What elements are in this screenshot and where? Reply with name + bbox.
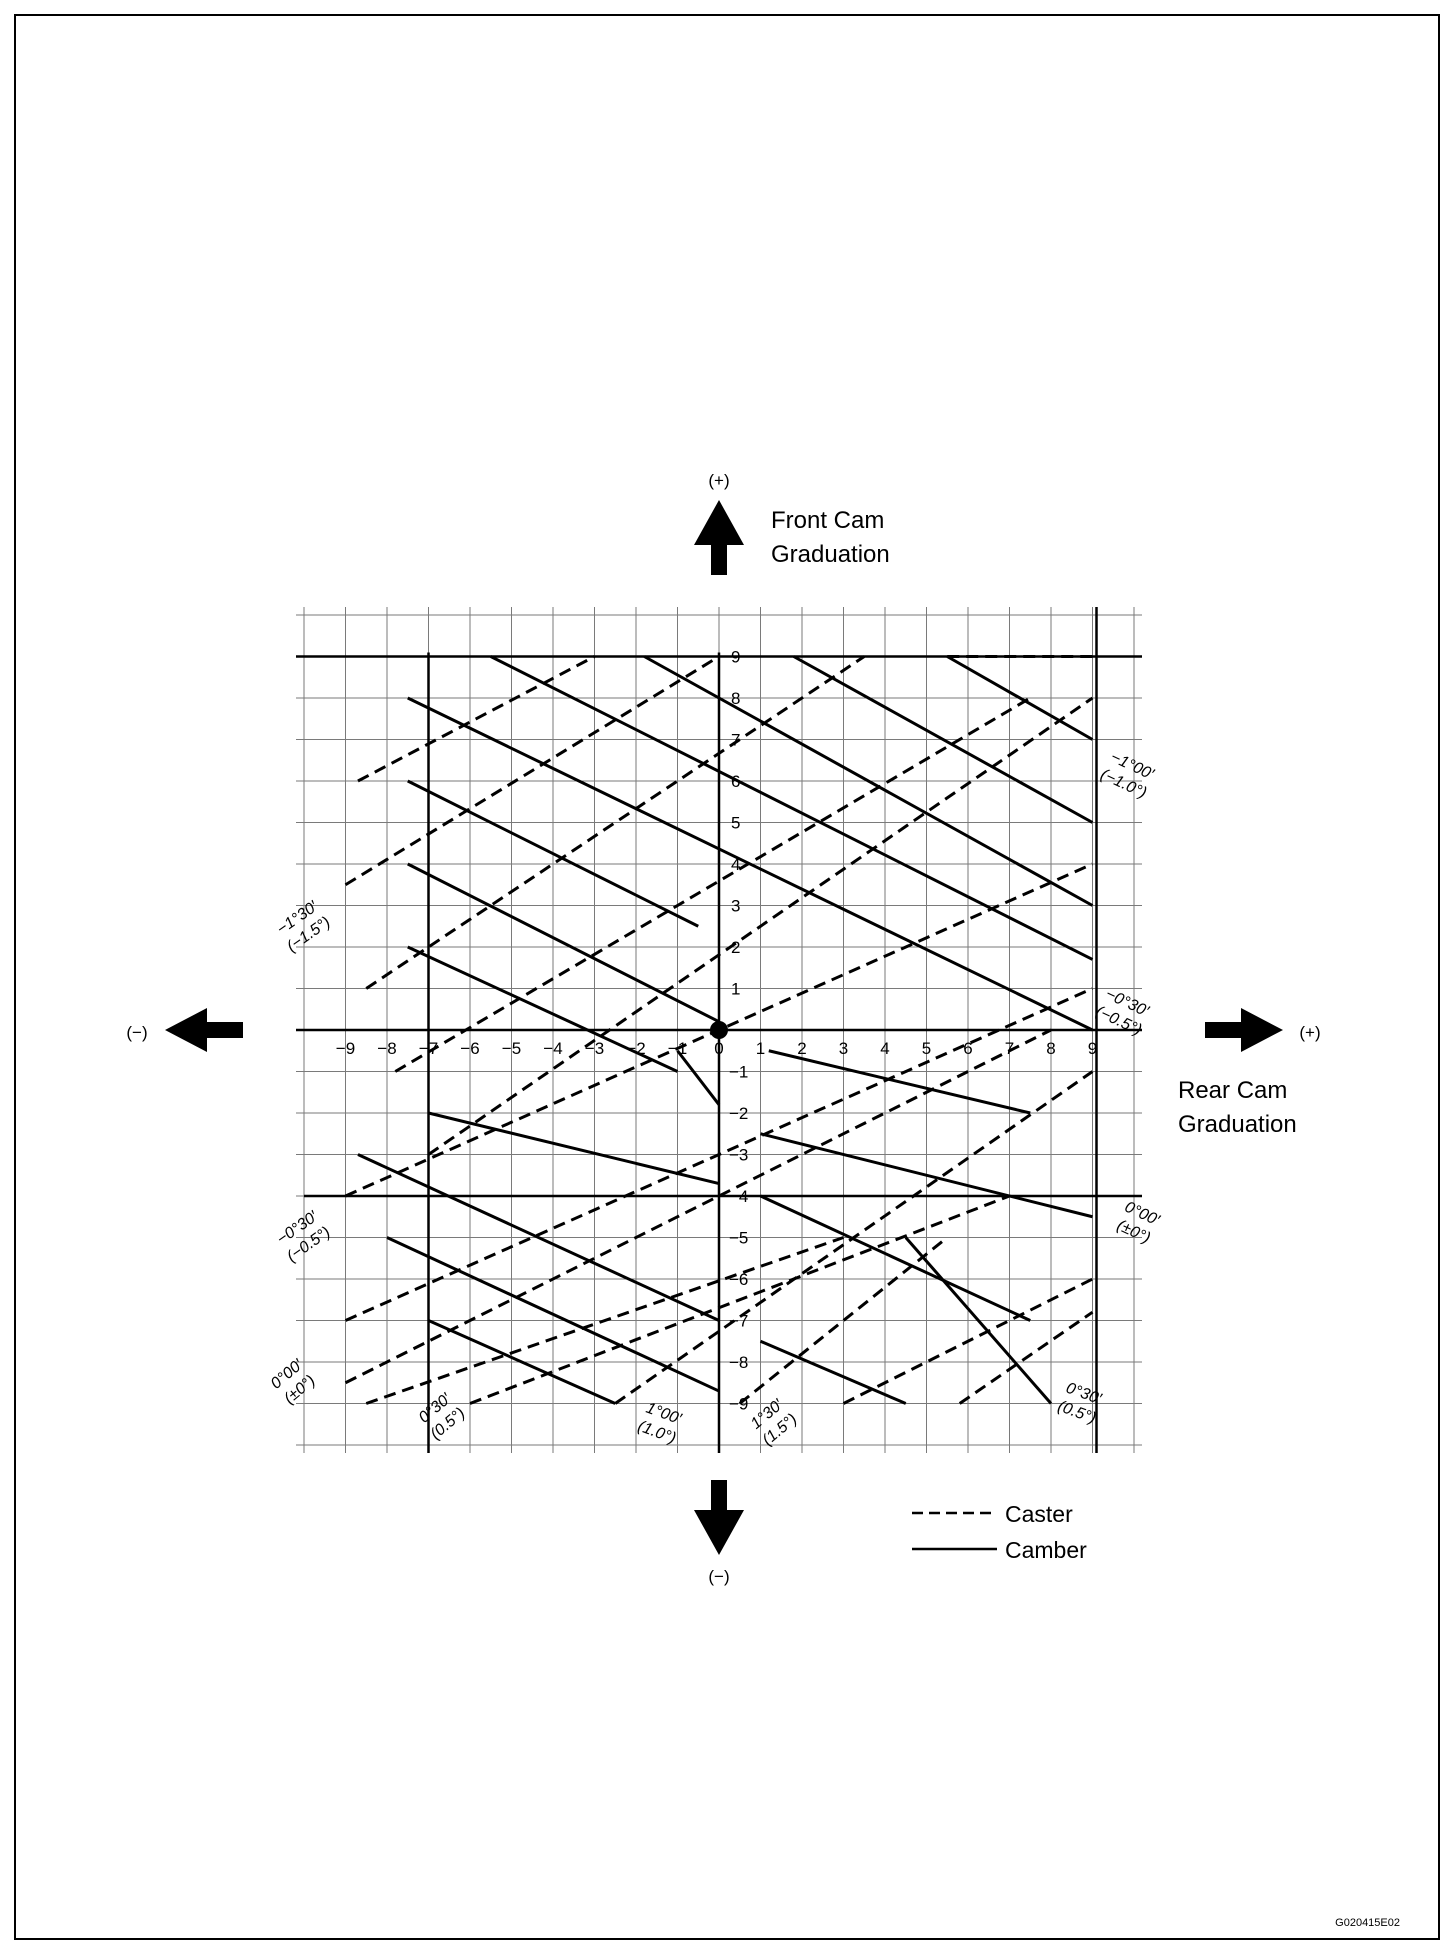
- camber-line: [759, 1339, 907, 1405]
- x-tick-label: −2: [626, 1039, 645, 1058]
- rear-right-arrow-icon: [1205, 1008, 1283, 1052]
- origin-dot: [710, 1021, 728, 1039]
- front-up-arrow-icon: [694, 500, 744, 575]
- annotation-right-lower: 0°00′ (±0°): [1114, 1199, 1163, 1248]
- x-tick-label: −9: [336, 1039, 355, 1058]
- camber-line: [386, 1236, 720, 1393]
- x-tick-label: 3: [839, 1039, 848, 1058]
- annotation-bottom-1: 0°00′ (±0°): [268, 1356, 319, 1408]
- x-tick-label: −5: [502, 1039, 521, 1058]
- y-tick-label: −8: [729, 1353, 748, 1372]
- caster-line: [427, 696, 1094, 1156]
- tick-labels: −9 −8 −7 −6 −5 −4 −3 −2 −1 0 1 2 3 4 5 6 7 8 9 1 2 3 4 5 6 7 8 9 −1 −…: [336, 648, 1097, 1414]
- front-minus-label: (−): [708, 1567, 729, 1586]
- front-cam-label-line2: Graduation: [771, 541, 890, 568]
- y-tick-label: −3: [729, 1146, 748, 1165]
- legend: Caster Camber: [912, 1501, 1087, 1563]
- camber-line: [792, 655, 1094, 824]
- y-tick-label: −6: [729, 1270, 748, 1289]
- camber-line: [904, 1236, 1053, 1405]
- y-tick-label: −5: [729, 1229, 748, 1248]
- y-tick-label: 2: [731, 938, 740, 957]
- y-tick-label: −7: [729, 1312, 748, 1331]
- x-tick-label: −1: [668, 1039, 687, 1058]
- camber-line: [759, 1194, 1031, 1322]
- caster-line: [958, 1310, 1094, 1405]
- rear-left-arrow-icon: [165, 1008, 243, 1052]
- front-plus-label: (+): [708, 471, 729, 490]
- caster-line: [357, 655, 596, 783]
- camber-line: [407, 696, 1094, 1032]
- camber-line: [407, 779, 699, 928]
- y-tick-label: −9: [729, 1395, 748, 1414]
- rear-plus-label: (+): [1299, 1023, 1320, 1042]
- caster-line: [365, 1236, 844, 1405]
- legend-camber-label: Camber: [1005, 1537, 1087, 1563]
- x-tick-label: −8: [377, 1039, 396, 1058]
- camber-line: [407, 945, 679, 1073]
- y-tick-label: 8: [731, 689, 740, 708]
- caster-line: [344, 987, 1094, 1322]
- x-tick-label: 4: [880, 1039, 889, 1058]
- annotation-bottom-2: 0°30′ (0.5°): [416, 1390, 469, 1443]
- caster-line: [738, 1236, 949, 1405]
- camber-line: [643, 655, 1094, 907]
- x-tick-label: 9: [1088, 1039, 1097, 1058]
- x-tick-label: 0: [714, 1039, 723, 1058]
- camber-line: [768, 1049, 1031, 1115]
- figure-code: G020415E02: [1335, 1917, 1400, 1929]
- camber-line: [428, 1111, 720, 1186]
- x-tick-label: −4: [543, 1039, 562, 1058]
- rear-minus-label: (−): [126, 1023, 147, 1042]
- front-down-arrow-icon: [694, 1480, 744, 1555]
- page-frame: [14, 14, 1440, 1940]
- front-cam-label-line1: Front Cam: [771, 507, 884, 534]
- caster-line: [469, 1194, 1011, 1405]
- camber-line: [407, 862, 720, 1024]
- camber-line: [490, 655, 1094, 961]
- camber-line: [676, 1049, 721, 1106]
- y-tick-label: 3: [731, 897, 740, 916]
- caster-line: [394, 696, 1032, 1073]
- x-tick-label: 7: [1005, 1039, 1014, 1058]
- y-tick-label: −1: [729, 1063, 748, 1082]
- camber-lines: [357, 655, 1094, 1405]
- y-tick-label: −2: [729, 1104, 748, 1123]
- rear-cam-label-line1: Rear Cam: [1178, 1077, 1287, 1104]
- annotation-left-lower: −0°30′ (−0.5°): [274, 1208, 334, 1266]
- x-tick-label: −3: [585, 1039, 604, 1058]
- y-tick-label: 9: [731, 648, 740, 667]
- caster-line: [842, 1277, 1094, 1405]
- legend-caster-label: Caster: [1005, 1501, 1073, 1527]
- y-tick-label: 4: [731, 855, 740, 874]
- y-tick-label: 6: [731, 772, 740, 791]
- camber-line: [427, 1319, 616, 1405]
- camber-line: [357, 1153, 720, 1322]
- x-tick-label: 1: [756, 1039, 765, 1058]
- camber-line: [760, 1132, 1093, 1219]
- caster-line: [365, 655, 866, 990]
- x-tick-label: −6: [460, 1039, 479, 1058]
- y-tick-label: 7: [731, 731, 740, 750]
- annotation-right-top: −1°00′ (−1.0°): [1098, 749, 1157, 802]
- rear-cam-label-line2: Graduation: [1178, 1111, 1297, 1138]
- x-tick-label: −7: [419, 1039, 438, 1058]
- caster-line: [344, 655, 720, 887]
- camber-line: [946, 655, 1094, 741]
- x-tick-label: 2: [797, 1039, 806, 1058]
- y-tick-label: 5: [731, 814, 740, 833]
- x-tick-label: 5: [922, 1039, 931, 1058]
- x-tick-label: 8: [1046, 1039, 1055, 1058]
- y-tick-label: −4: [729, 1187, 748, 1206]
- x-tick-label: 6: [963, 1039, 972, 1058]
- y-tick-label: 1: [731, 980, 740, 999]
